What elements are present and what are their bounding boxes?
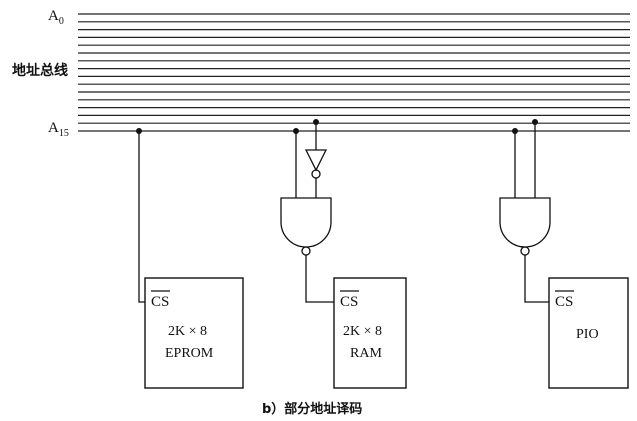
chip-name: PIO xyxy=(576,327,599,342)
figure-caption: b）部分地址译码 xyxy=(262,401,362,417)
chip-select-label: CS xyxy=(151,294,169,310)
junction-dot xyxy=(136,128,142,134)
chip-name: RAM xyxy=(350,346,382,361)
bus-label-a15: A15 xyxy=(48,120,69,139)
inverter-gate xyxy=(304,149,328,172)
junction-dot xyxy=(313,119,319,125)
nand-bubble xyxy=(301,246,311,256)
chip-size: 2K × 8 xyxy=(168,324,207,339)
address-bus-lines xyxy=(78,13,630,132)
ram-select-wiring xyxy=(280,119,334,303)
junction-dot xyxy=(532,119,538,125)
nand-gate-ram xyxy=(280,197,332,248)
pio-select-wiring xyxy=(499,119,551,303)
nand-gate-pio xyxy=(499,197,551,248)
ram-chip: CS 2K × 8 RAM xyxy=(333,277,407,389)
bus-label-a0: A0 xyxy=(48,8,64,27)
pio-chip: CS PIO xyxy=(548,277,629,389)
eprom-chip: CS 2K × 8 EPROM xyxy=(144,277,244,389)
junction-dot xyxy=(293,128,299,134)
chip-select-label: CS xyxy=(555,294,573,310)
chip-select-label: CS xyxy=(340,294,358,310)
junction-dot xyxy=(512,128,518,134)
address-bus-label: 地址总线 xyxy=(12,62,68,79)
nand-bubble xyxy=(520,246,530,256)
chip-size: 2K × 8 xyxy=(343,324,382,339)
eprom-select-wiring xyxy=(136,128,145,303)
chip-name: EPROM xyxy=(165,346,214,361)
